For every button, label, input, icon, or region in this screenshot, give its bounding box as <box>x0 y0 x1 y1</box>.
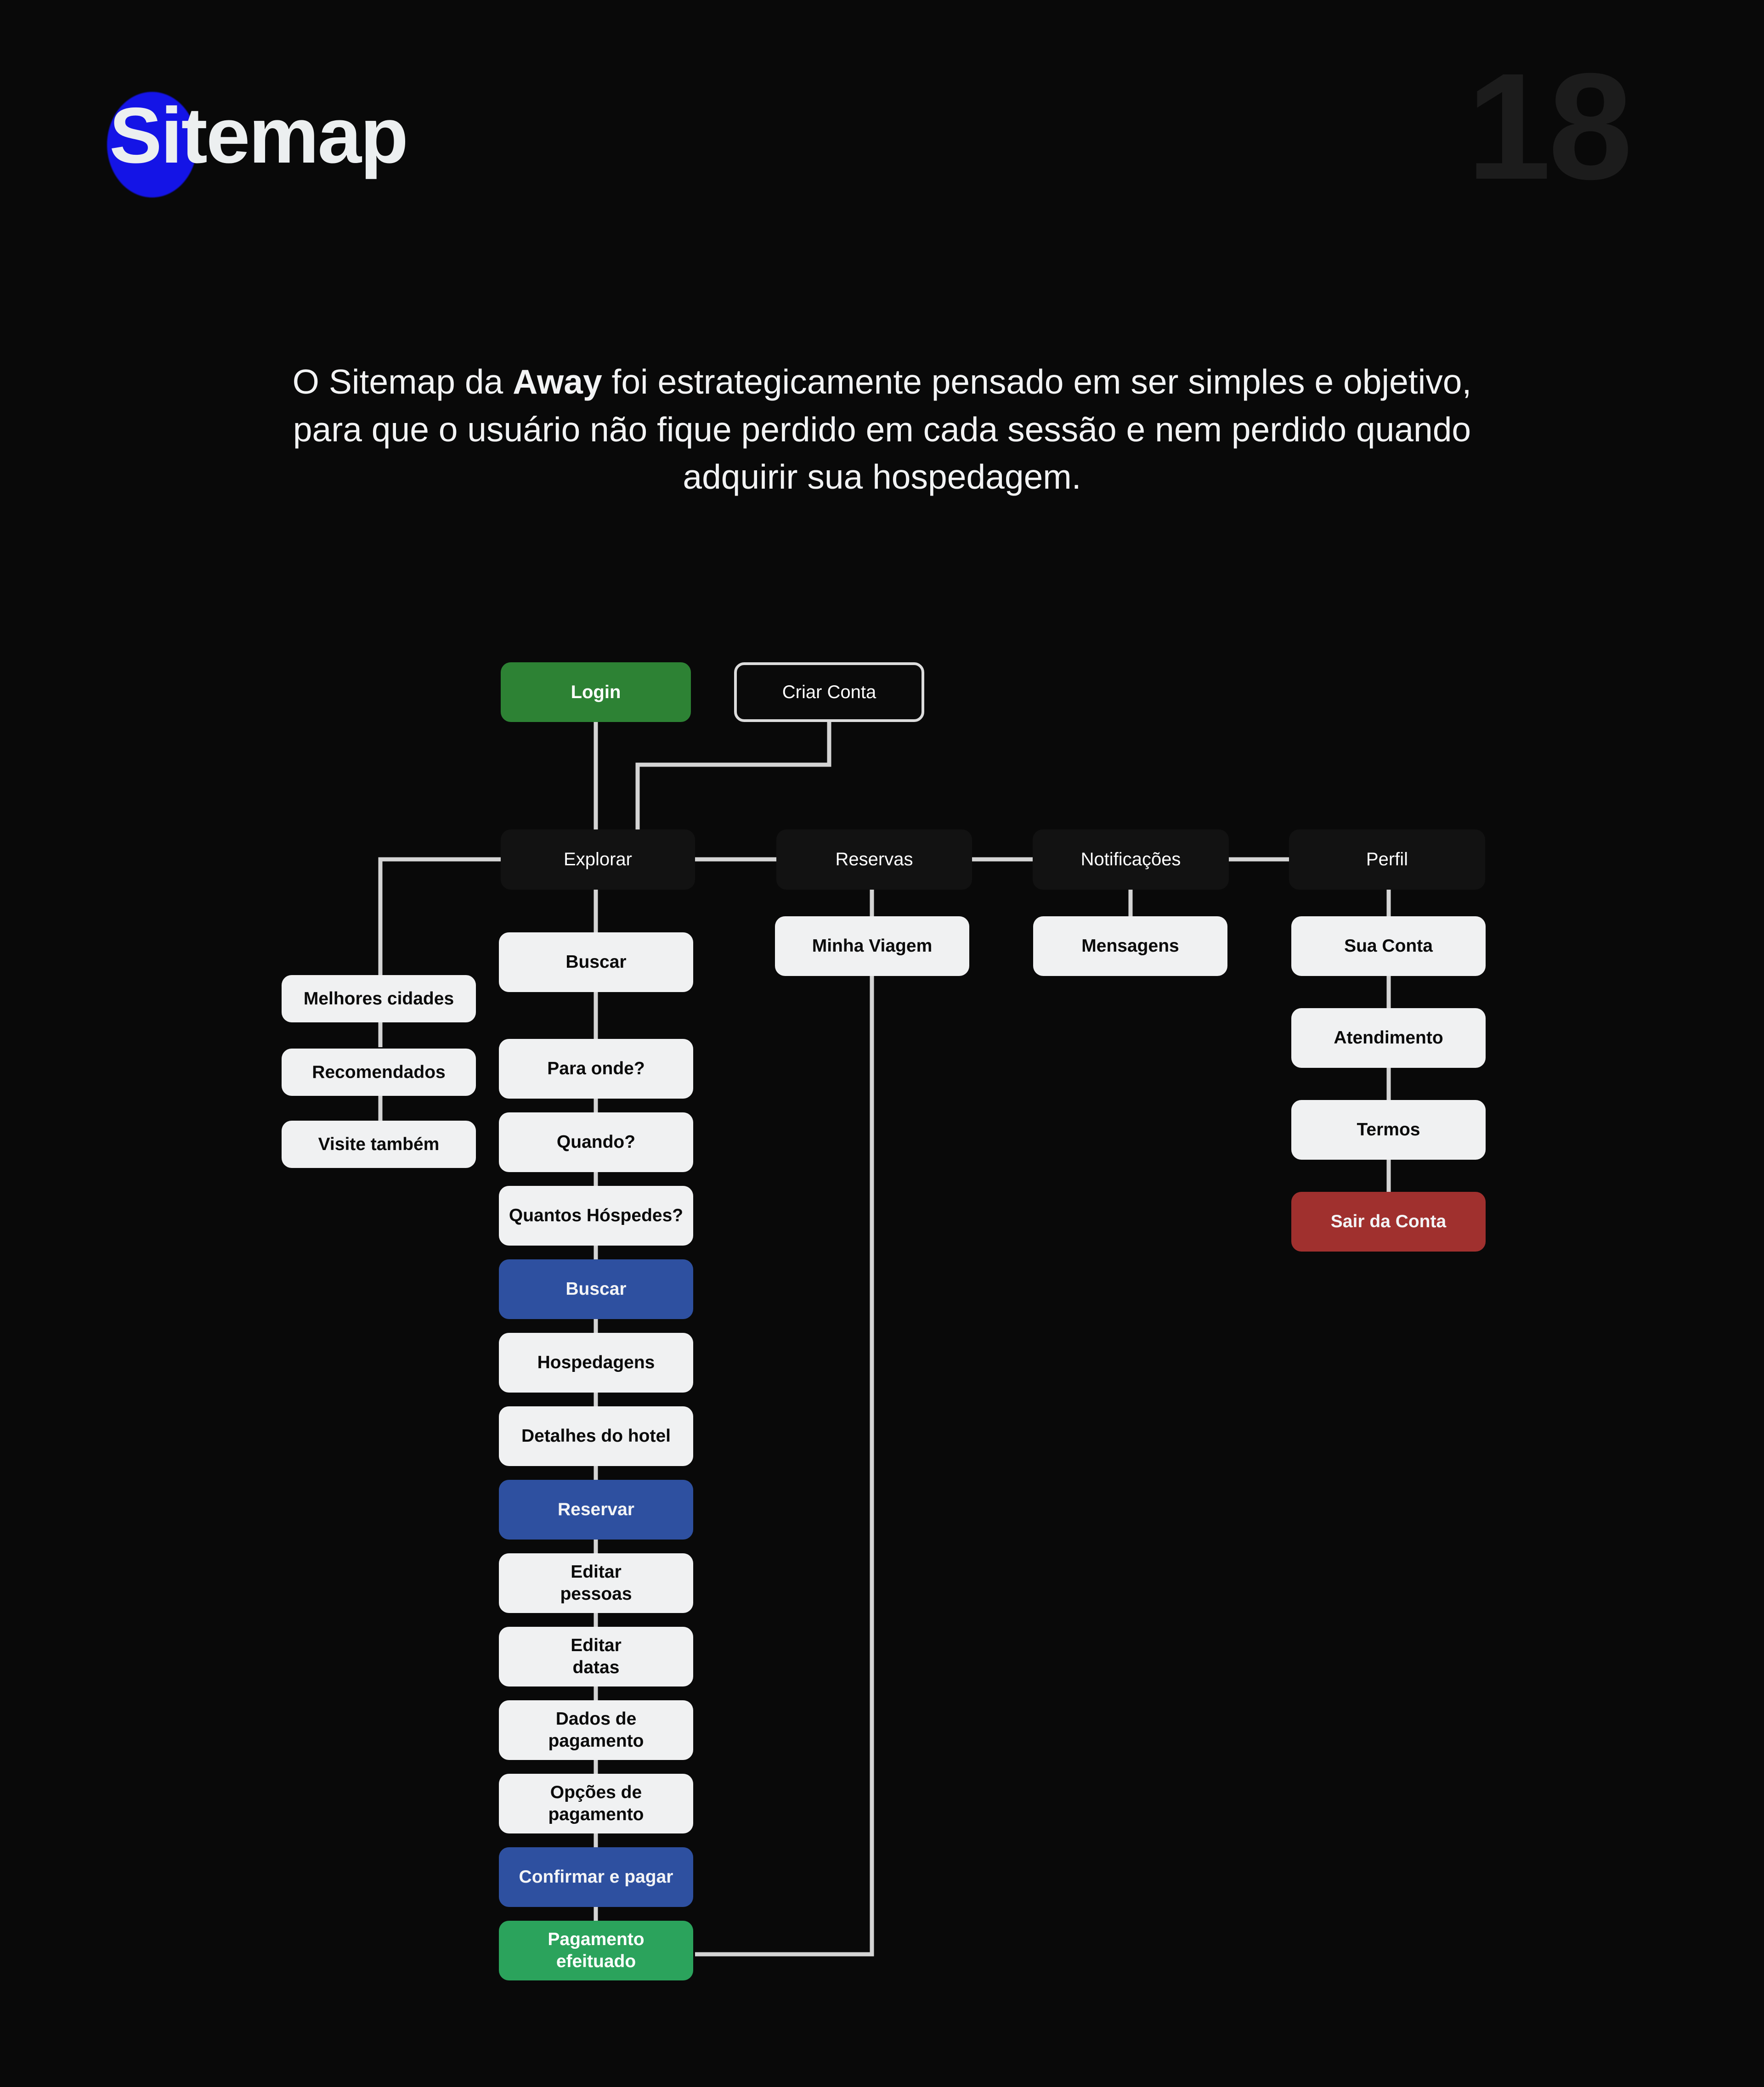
node-quando[interactable]: Quando? <box>499 1112 693 1172</box>
node-opcoes-de-pagamento[interactable]: Opções de pagamento <box>499 1774 693 1833</box>
node-minha-viagem[interactable]: Minha Viagem <box>775 916 969 976</box>
node-pagamento-efeituado[interactable]: Pagamento efeituado <box>499 1921 693 1980</box>
node-detalhes-do-hotel[interactable]: Detalhes do hotel <box>499 1406 693 1466</box>
brand-blob-icon <box>107 92 197 197</box>
page-title: Sitemap <box>107 83 408 197</box>
node-atendimento[interactable]: Atendimento <box>1291 1008 1486 1068</box>
node-confirmar-e-pagar[interactable]: Confirmar e pagar <box>499 1847 693 1907</box>
intro-text-after: foi estrategicamente pensado em ser simp… <box>293 362 1472 496</box>
node-reservar[interactable]: Reservar <box>499 1480 693 1540</box>
node-buscar-campo[interactable]: Buscar <box>499 932 693 992</box>
node-buscar-acao[interactable]: Buscar <box>499 1259 693 1319</box>
node-sair-da-conta[interactable]: Sair da Conta <box>1291 1192 1486 1252</box>
node-explorar[interactable]: Explorar <box>501 829 695 890</box>
node-dados-de-pagamento[interactable]: Dados de pagamento <box>499 1700 693 1760</box>
node-recomendados[interactable]: Recomendados <box>282 1049 476 1096</box>
node-melhores-cidades[interactable]: Melhores cidades <box>282 975 476 1022</box>
node-termos[interactable]: Termos <box>1291 1100 1486 1160</box>
node-reservas[interactable]: Reservas <box>776 829 972 890</box>
node-perfil[interactable]: Perfil <box>1289 829 1485 890</box>
node-para-onde[interactable]: Para onde? <box>499 1039 693 1099</box>
node-criar-conta[interactable]: Criar Conta <box>734 662 924 722</box>
page-number: 18 <box>1466 41 1633 211</box>
node-editar-datas[interactable]: Editar datas <box>499 1627 693 1687</box>
intro-brand-name: Away <box>513 362 602 401</box>
intro-paragraph: O Sitemap da Away foi estrategicamente p… <box>257 358 1507 501</box>
node-notificacoes[interactable]: Notificações <box>1033 829 1229 890</box>
node-mensagens[interactable]: Mensagens <box>1033 916 1227 976</box>
node-sua-conta[interactable]: Sua Conta <box>1291 916 1486 976</box>
node-quantos-hospedes[interactable]: Quantos Hóspedes? <box>499 1186 693 1246</box>
node-login[interactable]: Login <box>501 662 691 722</box>
node-hospedagens[interactable]: Hospedagens <box>499 1333 693 1393</box>
page-title-text: Sitemap <box>109 91 408 180</box>
intro-text-before: O Sitemap da <box>292 362 513 401</box>
node-editar-pessoas[interactable]: Editar pessoas <box>499 1553 693 1613</box>
node-visite-tambem[interactable]: Visite também <box>282 1121 476 1168</box>
